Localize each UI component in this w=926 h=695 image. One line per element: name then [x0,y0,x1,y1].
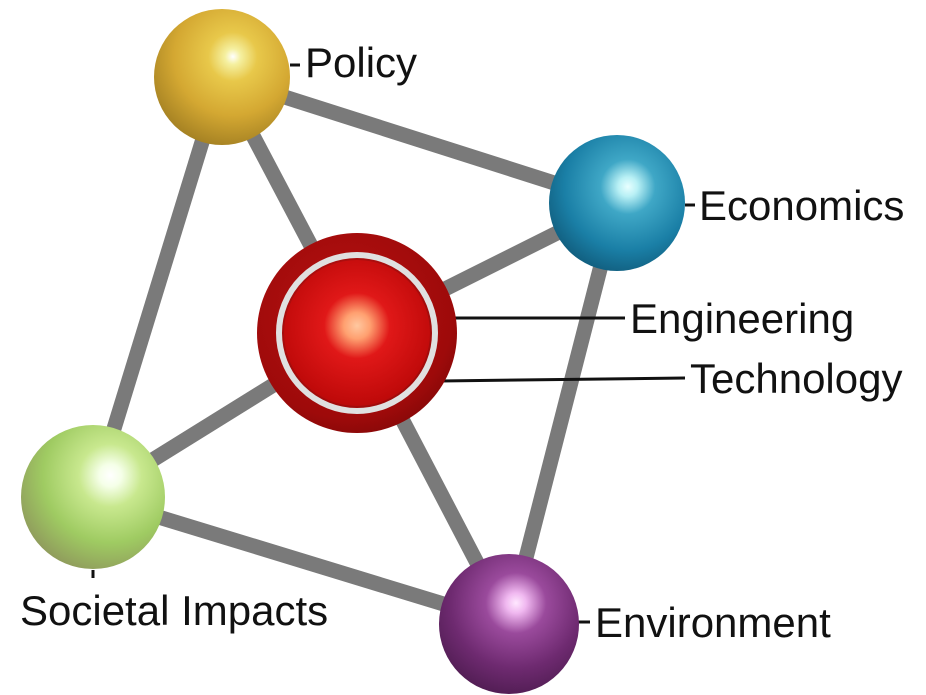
societal-sphere [21,425,165,569]
societal-node [21,425,165,569]
environment-node [439,554,579,694]
policy-node [154,9,290,145]
edge-policy-societal [85,74,230,500]
policy-label: Policy [305,39,417,86]
engineering-sphere [284,260,430,406]
engineering-technology-node [257,233,457,433]
economics-node [549,135,685,271]
technology-ring-band [276,252,438,414]
economics-sphere [549,135,685,271]
technology-leader-line [439,376,686,383]
environment-sphere [439,554,579,694]
edge-policy-economics [219,69,620,211]
economics-label: Economics [699,182,904,229]
societal-label: Societal Impacts [20,587,328,634]
policy-sphere [154,9,290,145]
edge-societal-environment [90,489,512,632]
edge-economics-environment [501,201,625,626]
engineering-label: Engineering [630,295,854,342]
environment-label: Environment [595,599,831,646]
technology-label: Technology [690,355,902,402]
